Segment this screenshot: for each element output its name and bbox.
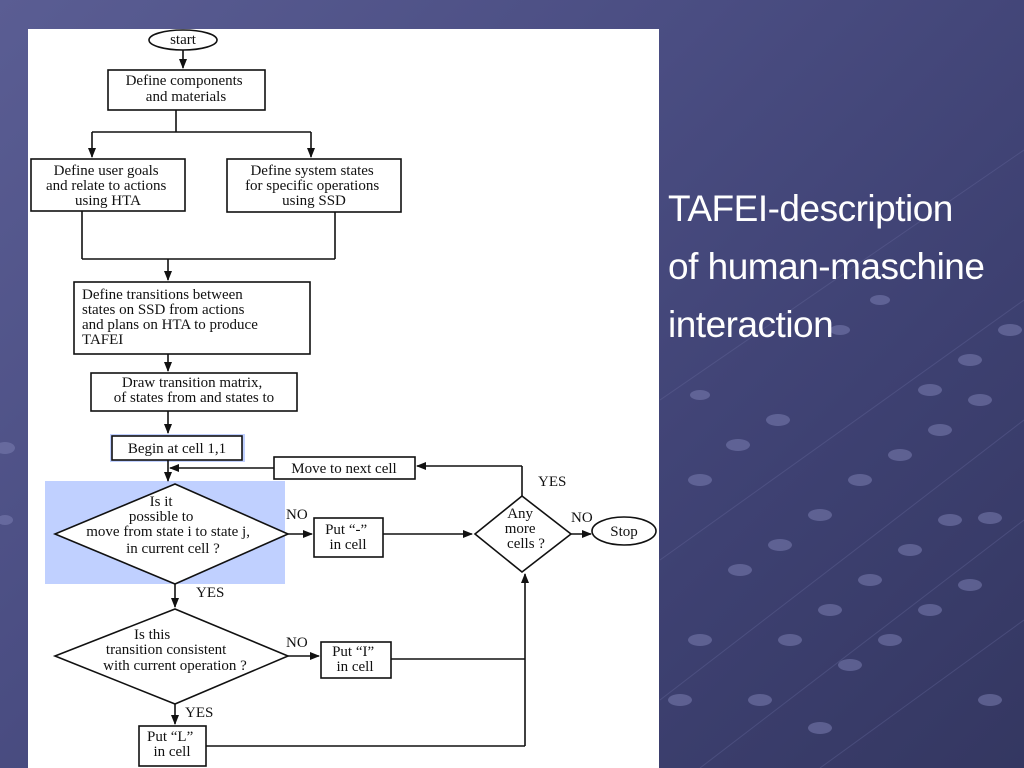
put-dash-box bbox=[313, 517, 384, 558]
begin-cell-box bbox=[111, 435, 243, 461]
decision-consistent-text: Is this transition consistent with curre… bbox=[103, 627, 247, 674]
put-l-text: Put “L” in cell bbox=[147, 729, 197, 760]
decision-possible-text: Is it possible to move from state i to s… bbox=[86, 494, 253, 557]
put-dash-text: Put “-” in cell bbox=[325, 522, 371, 553]
label-no-consistent: NO bbox=[286, 635, 308, 651]
label-yes-possible: YES bbox=[196, 585, 224, 601]
begin-cell-text: Begin at cell 1,1 bbox=[128, 441, 226, 457]
stop-label: Stop bbox=[610, 524, 638, 540]
define-system-states-text: Define system states for specific operat… bbox=[245, 163, 383, 209]
decision-more-diamond bbox=[473, 494, 573, 574]
label-no-possible: NO bbox=[286, 507, 308, 523]
label-no-more: NO bbox=[571, 510, 593, 526]
define-components-box bbox=[107, 69, 266, 111]
draw-matrix-box bbox=[90, 372, 298, 412]
slide-title-line-1: TAFEI-description bbox=[668, 188, 953, 229]
define-user-goals-text: Define user goals and relate to actions … bbox=[46, 163, 170, 209]
define-user-goals-box bbox=[30, 158, 186, 212]
label-yes-more: YES bbox=[538, 474, 566, 490]
define-transitions-box bbox=[73, 281, 311, 355]
flowchart: start Define components and materials De… bbox=[30, 29, 657, 767]
define-transitions-text: Define transitions between states on SSD… bbox=[82, 287, 262, 348]
define-system-states-box bbox=[226, 158, 402, 213]
slide-title-line-2: of human-maschine bbox=[668, 246, 985, 287]
flowchart-panel: start Define components and materials De… bbox=[28, 29, 659, 768]
put-i-text: Put “I” in cell bbox=[332, 644, 378, 675]
define-components-text: Define components and materials bbox=[126, 73, 247, 105]
slide-title: TAFEI-description of human-maschine inte… bbox=[668, 180, 1024, 354]
slide-title-line-3: interaction bbox=[668, 304, 834, 345]
start-label: start bbox=[170, 32, 197, 48]
stop-node bbox=[591, 516, 657, 546]
label-yes-consistent: YES bbox=[185, 705, 213, 721]
decision-more-text: Any more cells ? bbox=[505, 506, 546, 552]
draw-matrix-text: Draw transition matrix, of states from a… bbox=[114, 375, 274, 406]
move-next-text: Move to next cell bbox=[291, 461, 396, 477]
put-i-box bbox=[320, 641, 392, 679]
